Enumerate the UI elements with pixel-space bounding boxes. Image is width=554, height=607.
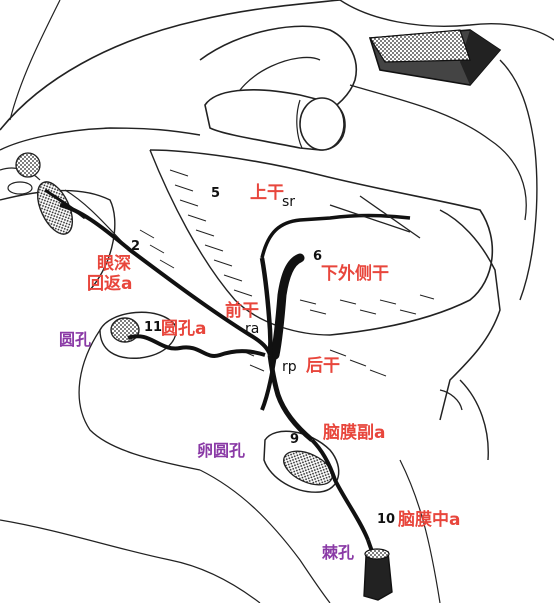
label-sr: sr <box>282 194 296 210</box>
hatching <box>139 169 435 377</box>
label-deep-recurrent-line1: 眼深 <box>97 254 131 274</box>
label-rp: rp <box>282 359 297 375</box>
label-lower-lateral-trunk: 下外侧干 <box>321 264 389 284</box>
label-foramen-rotundum-artery: 圆孔a <box>161 319 207 339</box>
artery-6 <box>270 253 305 360</box>
orbit-structure-2 <box>36 181 74 235</box>
artery-9 <box>310 438 370 541</box>
label-number-10: 10 <box>377 512 396 527</box>
artery-sr <box>260 213 411 259</box>
label-number-9: 9 <box>290 432 300 447</box>
label-posterior-trunk: 后干 <box>306 356 340 376</box>
artery-11 <box>127 334 266 358</box>
label-number-5: 5 <box>211 186 221 201</box>
label-upper-trunk: 上干 <box>250 183 284 203</box>
artery-rp <box>260 354 277 411</box>
label-deep-recurrent-line2: 回返a <box>87 274 133 294</box>
skull-outline <box>0 0 341 131</box>
middle-fossa-wall <box>149 149 494 336</box>
label-foramen-rotundum: 圆孔 <box>59 330 92 349</box>
label-number-2: 2 <box>131 239 141 254</box>
label-number-6: 6 <box>313 249 323 264</box>
label-middle-meningeal: 脑膜中a <box>398 510 461 530</box>
label-ra: ra <box>245 321 260 337</box>
orbit-structure-1 <box>15 152 41 178</box>
artery-2 <box>59 203 272 356</box>
label-number-11: 11 <box>144 320 163 335</box>
label-accessory-meningeal: 脑膜副a <box>323 423 386 443</box>
label-foramen-ovale: 卵圆孔 <box>197 441 246 460</box>
skull-inner-contour <box>9 0 61 121</box>
label-anterior-trunk: 前干 <box>225 301 259 321</box>
label-foramen-spinosum: 棘孔 <box>322 543 355 562</box>
